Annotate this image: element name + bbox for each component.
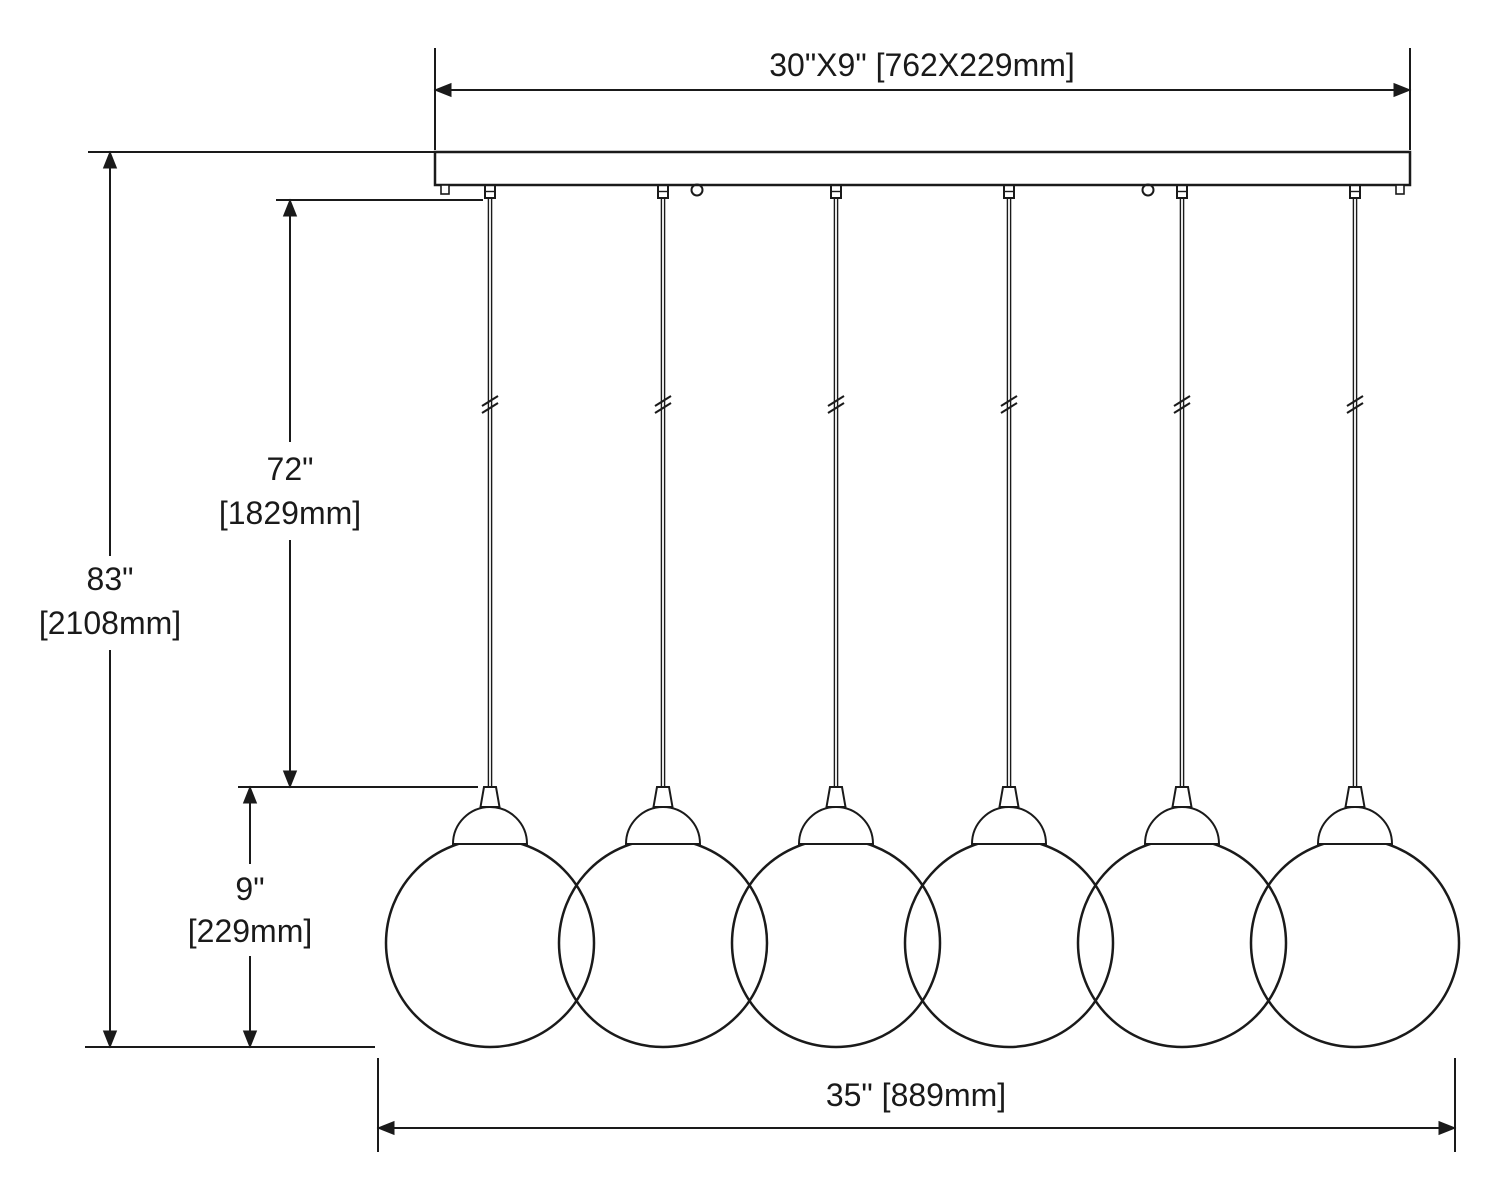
overall-height-mm-label: [2108mm] (39, 605, 181, 641)
dimension-shade-height: 9" [229mm] (188, 785, 312, 1049)
cord-drop-mm-label: [1829mm] (219, 495, 361, 531)
overall-width-label: 35" [889mm] (826, 1077, 1006, 1113)
cord-drop-in-label: 72" (267, 451, 314, 487)
canopy-size-label: 30"X9" [762X229mm] (769, 47, 1075, 83)
canopy-screw-right (1141, 183, 1155, 197)
shade-height-in-label: 9" (235, 871, 264, 907)
fixture (384, 150, 1461, 1049)
canopy-bar (433, 150, 1412, 187)
dimension-overall-height: 83" [2108mm] (39, 150, 435, 1049)
shade-height-mm-label: [229mm] (188, 913, 312, 949)
dimension-overall-width: 35" [889mm] (376, 1058, 1457, 1152)
dimension-canopy-size: 30"X9" [762X229mm] (433, 47, 1412, 150)
canopy-end-tab-right (1395, 184, 1405, 195)
canopy-screw-left (690, 183, 704, 197)
overall-height-in-label: 83" (87, 561, 134, 597)
dimension-cord-drop: 72" [1829mm] (219, 198, 483, 789)
canopy-end-tab-left (440, 184, 450, 195)
